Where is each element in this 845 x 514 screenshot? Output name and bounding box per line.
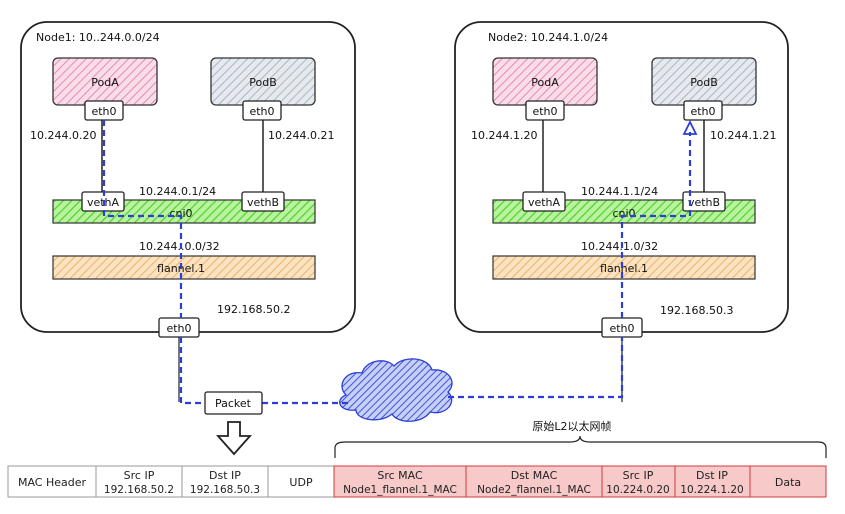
inner-cell-data-label: Data — [775, 476, 801, 489]
l2-frame-label: 原始L2以太网帧 — [532, 419, 611, 433]
node2-title: Node2: 10.244.1.0/24 — [488, 31, 608, 44]
node1-flannel-ip: 10.244..0.0/32 — [139, 240, 220, 253]
outer-dst-ip-title: Dst IP — [209, 469, 241, 482]
inner-cell-src-ip — [601, 465, 676, 498]
node2-cni0-ip: 10.244.1.1/24 — [581, 185, 658, 198]
node2-node-ip: 192.168.50.3 — [660, 304, 733, 317]
outer-src-ip-title: Src IP — [124, 469, 155, 482]
node2-podb-eth0 — [683, 100, 723, 121]
inner-cell-data — [749, 465, 827, 498]
network-cloud-icon — [339, 358, 453, 422]
packet-box — [204, 391, 263, 415]
node2-vetha — [522, 191, 566, 212]
node2-podb-ip: 10.244.1.21 — [710, 129, 776, 142]
node2-podb-label: PodB — [690, 76, 718, 89]
node1-node-ip: 192.168.50.2 — [217, 303, 290, 316]
node1-podb-ip: 10.244.0.21 — [268, 129, 334, 142]
node1-group: Node1: 10..244.0.0/24 PodA PodB eth0 eth… — [20, 21, 356, 338]
node2-vetha-label: vethA — [528, 196, 561, 209]
inner-dst-mac-title: Dst MAC — [511, 469, 558, 482]
node1-flannel-bar — [52, 255, 316, 280]
packet-table: MAC Header Src IP 192.168.50.2 Dst IP 19… — [7, 465, 827, 498]
node1-poda-eth0-label: eth0 — [91, 105, 116, 118]
node2-flannel-ip: 10.244.1.0/32 — [581, 240, 658, 253]
node1-cni0-ip: 10.244.0.1/24 — [139, 185, 216, 198]
node1-poda-ip: 10.244.0.20 — [30, 129, 96, 142]
outer-src-ip-value: 192.168.50.2 — [104, 484, 174, 496]
node1-title: Node1: 10..244.0.0/24 — [36, 31, 160, 44]
node2-eth0-label: eth0 — [609, 322, 634, 335]
node2-poda-eth0 — [525, 100, 565, 121]
outer-cell-udp-label: UDP — [289, 476, 313, 489]
node1-vethb-label: vethB — [247, 196, 279, 209]
down-arrow-icon — [215, 421, 253, 456]
inner-dst-mac-value: Node2_flannel.1_MAC — [477, 484, 591, 496]
l2-frame-brace — [334, 435, 827, 458]
node2-vethb — [682, 191, 726, 212]
packet-arrowhead-icon — [682, 119, 698, 135]
inner-src-mac-title: Src MAC — [377, 469, 423, 482]
node2-flannel-label: flannel.1 — [600, 262, 648, 275]
node1-eth0-label: eth0 — [166, 322, 191, 335]
node2-vethb-label: vethB — [688, 196, 720, 209]
node2-poda-eth0-label: eth0 — [532, 105, 557, 118]
node1-vethb — [241, 191, 285, 212]
outer-cell-mac-header-label: MAC Header — [18, 476, 87, 489]
node2-flannel-bar — [492, 255, 756, 280]
node2-poda-label: PodA — [531, 76, 559, 89]
inner-src-mac-value: Node1_flannel.1_MAC — [343, 484, 457, 496]
node2-podb-eth0-label: eth0 — [690, 105, 715, 118]
node2-poda-ip: 10.244.1.20 — [471, 129, 537, 142]
outer-cell-udp — [267, 465, 335, 498]
outer-cell-mac-header — [7, 465, 97, 498]
node1-podb-label: PodB — [249, 76, 277, 89]
node1-podb-eth0-label: eth0 — [249, 105, 274, 118]
node2-group: Node2: 10.244.1.0/24 PodA PodB eth0 eth0… — [454, 21, 789, 338]
packet-path — [102, 120, 692, 405]
packet-label: Packet — [215, 397, 252, 410]
inner-dst-ip-value: 10.224.1.20 — [680, 484, 743, 496]
inner-cell-src-mac — [333, 465, 467, 498]
inner-dst-ip-title: Dst IP — [696, 469, 728, 482]
node1-cni0-label: cni0 — [169, 207, 192, 220]
inner-cell-dst-mac — [465, 465, 603, 498]
node2-cni0-label: cni0 — [612, 207, 635, 220]
inner-src-ip-value: 10.224.0.20 — [606, 484, 669, 496]
inner-src-ip-title: Src IP — [623, 469, 654, 482]
node1-poda-label: PodA — [91, 76, 119, 89]
outer-dst-ip-value: 192.168.50.3 — [190, 484, 260, 496]
node1-podb-eth0 — [242, 100, 282, 121]
outer-cell-dst-ip — [181, 465, 269, 498]
